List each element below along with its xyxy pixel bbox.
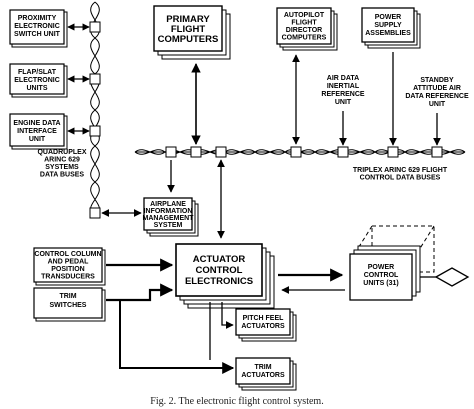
figure-caption: Fig. 2. The electronic flight control sy…	[150, 396, 323, 407]
quadruplex-bus	[90, 1, 100, 215]
control-surface-icon	[434, 267, 470, 287]
ace-pitch-feel-arrow	[221, 302, 234, 329]
trim-actuators-arrow	[119, 300, 235, 374]
trim-ace-arrow	[106, 283, 174, 302]
ace-bus-arrows	[167, 159, 225, 239]
left-arrows	[67, 23, 90, 135]
